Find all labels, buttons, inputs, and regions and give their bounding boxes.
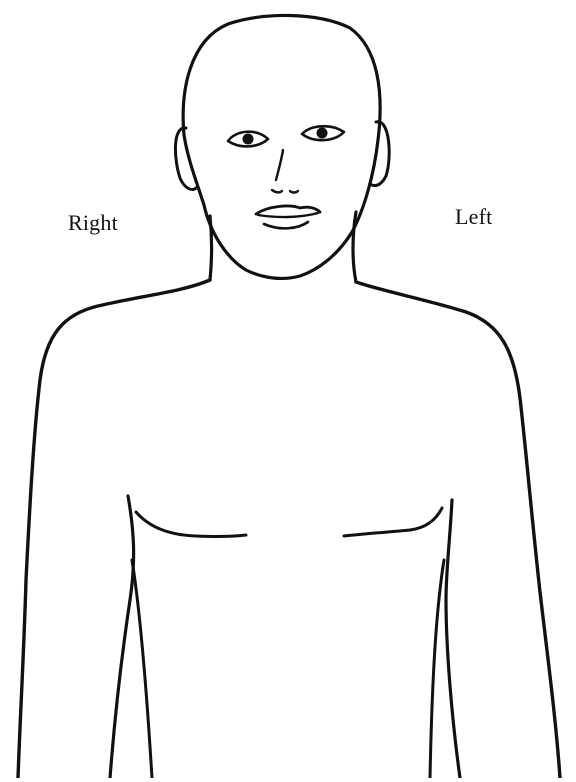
- left-inner-arm: [430, 560, 444, 778]
- left-pectoral-line: [344, 508, 442, 536]
- neck-right-side: [210, 216, 212, 280]
- left-pupil: [317, 128, 327, 138]
- lower-lip: [264, 222, 308, 228]
- upper-lip: [256, 206, 320, 214]
- left-torso-side: [446, 500, 460, 778]
- right-pupil: [243, 134, 253, 144]
- mouth-line: [258, 213, 318, 217]
- nose: [276, 150, 283, 180]
- right-torso-side: [110, 496, 134, 778]
- nostril-left: [290, 191, 298, 193]
- nostril-right: [272, 190, 282, 192]
- neck-left-side: [353, 212, 356, 282]
- right-shoulder-arm-outline: [18, 280, 210, 778]
- right-inner-arm: [132, 560, 152, 778]
- left-side-label: Left: [455, 206, 492, 228]
- right-side-label: Right: [68, 212, 118, 234]
- right-pectoral-line: [136, 512, 246, 536]
- left-shoulder-arm-outline: [356, 282, 560, 778]
